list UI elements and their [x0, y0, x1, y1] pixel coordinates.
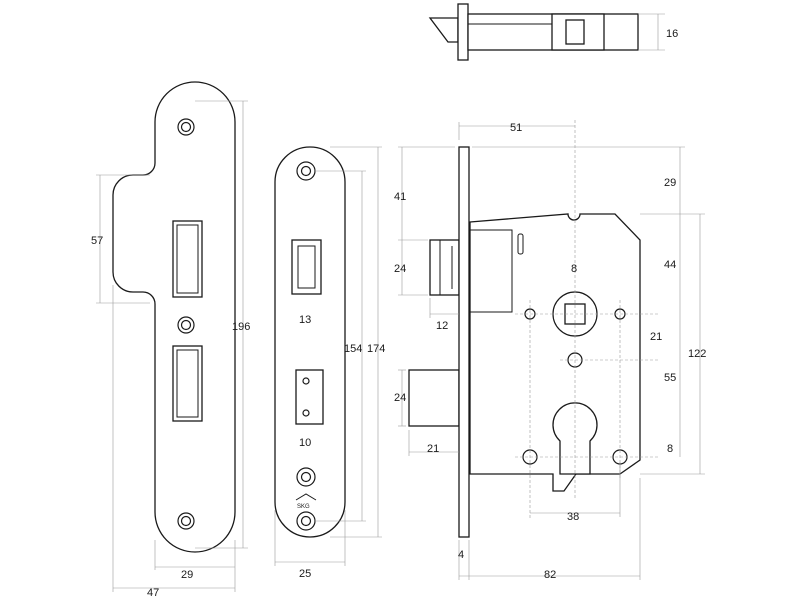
dim-latch-height: 24 — [394, 263, 406, 275]
strike-latch-opening — [172, 220, 203, 298]
dim-cylinder-hole-offset: 8 — [667, 443, 673, 455]
latch-tail — [470, 229, 513, 313]
dim-faceplate-latch-width: 13 — [299, 314, 311, 326]
dim-strike-opening-height: 57 — [91, 235, 103, 247]
dim-cylinder-hole-spacing: 38 — [567, 511, 579, 523]
strike-plate: 57 196 29 47 — [91, 81, 250, 599]
top-view-latch-bevel — [428, 17, 459, 43]
dim-bolt-depth: 21 — [427, 443, 439, 455]
top-view-follower-slot — [565, 19, 585, 45]
dim-backset: 51 — [510, 122, 522, 134]
faceplate-latch-opening — [291, 239, 322, 295]
dim-top-to-follower: 29 — [664, 177, 676, 189]
faceplate: SKG 13 10 154 174 25 — [274, 146, 385, 580]
lock-body: 51 41 24 24 12 21 29 44 8 21 122 55 8 — [394, 120, 706, 581]
kitemark-house-icon — [295, 493, 317, 501]
dim-case-depth: 82 — [544, 569, 556, 581]
strike-plate-outline — [112, 81, 236, 553]
dim-strike-total-height: 196 — [232, 321, 250, 333]
dim-follower-square: 8 — [571, 263, 577, 275]
case-slot — [517, 233, 524, 255]
faceplate-mark: SKG — [297, 504, 310, 510]
dead-bolt — [408, 369, 460, 427]
top-view-forend — [457, 3, 469, 61]
dim-strike-total-width: 47 — [147, 587, 159, 599]
dim-follower-offset: 44 — [664, 259, 676, 271]
dim-faceplate-height: 174 — [367, 343, 385, 355]
dim-faceplate-bolt-width: 10 — [299, 437, 311, 449]
dim-faceplate-hole-spacing: 154 — [344, 343, 362, 355]
latch-bolt — [429, 239, 460, 296]
cylinder-hole — [552, 402, 598, 475]
faceplate-bolt-opening — [295, 369, 324, 425]
dim-latch-offset: 41 — [394, 191, 406, 203]
dim-bolt-height: 24 — [394, 392, 406, 404]
dim-center-distance: 55 — [664, 372, 676, 384]
top-view: 16 — [428, 3, 678, 61]
forend-side — [458, 146, 470, 538]
dim-case-height: 122 — [688, 348, 706, 360]
dim-latch-depth: 12 — [436, 320, 448, 332]
lock-case — [469, 213, 641, 492]
strike-bolt-opening — [172, 345, 203, 422]
dim-top-thickness: 16 — [666, 28, 678, 40]
dim-strike-width: 29 — [181, 569, 193, 581]
dim-faceplate-width: 25 — [299, 568, 311, 580]
dim-follower-hole-spacing: 21 — [650, 331, 662, 343]
dim-forend-thickness: 4 — [458, 549, 464, 561]
